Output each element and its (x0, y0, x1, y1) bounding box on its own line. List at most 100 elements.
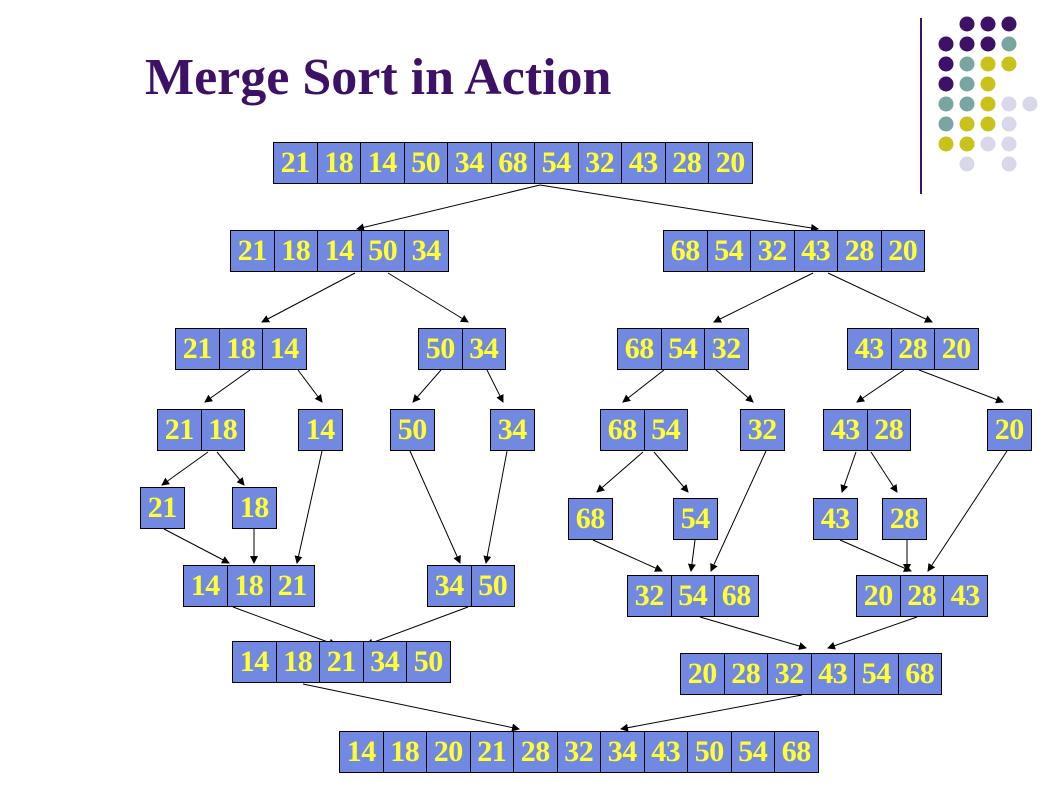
decorative-divider-line (920, 18, 922, 194)
array-cell: 54 (706, 230, 751, 272)
decorative-dot (1001, 116, 1017, 132)
array-cell: 68 (714, 575, 759, 617)
array-row: 54 (673, 498, 718, 542)
decorative-dot (959, 76, 975, 92)
array-cell: 54 (643, 409, 688, 451)
array-cell: 68 (490, 142, 535, 184)
array-cell: 34 (490, 409, 535, 451)
array-cell: 32 (577, 142, 622, 184)
array-cell: 68 (568, 498, 613, 540)
array-cell: 20 (680, 653, 725, 695)
decorative-dot (959, 36, 975, 52)
decorative-dot (938, 56, 954, 72)
array-cell: 50 (470, 565, 515, 607)
array-cell: 20 (934, 328, 979, 370)
array-cell: 43 (793, 230, 838, 272)
array-cell: 20 (856, 575, 901, 617)
array-cell: 54 (854, 653, 899, 695)
array-cell: 43 (810, 653, 855, 695)
decorative-dot (959, 56, 975, 72)
array-row: 21 (140, 487, 185, 531)
array-cell: 32 (704, 328, 749, 370)
array-cell: 32 (740, 409, 785, 451)
array-row: 43 (813, 498, 858, 542)
array-cell: 34 (600, 731, 645, 773)
array-cell: 68 (600, 409, 645, 451)
array-cell: 18 (382, 731, 427, 773)
array-cell: 43 (943, 575, 988, 617)
decorative-dot (1001, 56, 1017, 72)
array-cell: 18 (200, 409, 245, 451)
array-cell: 21 (140, 487, 185, 529)
array-cell: 50 (403, 142, 448, 184)
array-cell: 14 (360, 142, 405, 184)
array-cell: 54 (730, 731, 775, 773)
array-row: 68 (568, 498, 613, 542)
array-cell: 14 (183, 565, 228, 607)
array-cell: 34 (362, 641, 407, 683)
decorative-dot (938, 36, 954, 52)
array-cell: 68 (617, 328, 662, 370)
decorative-dot (1001, 136, 1017, 152)
array-cell: 32 (556, 731, 601, 773)
array-cell: 50 (390, 409, 435, 451)
array-row: 20 (987, 409, 1032, 453)
array-cell: 28 (723, 653, 768, 695)
array-row: 18 (232, 487, 277, 531)
array-cell: 34 (461, 328, 506, 370)
array-cell: 68 (774, 731, 819, 773)
array-cell: 28 (513, 731, 558, 773)
array-cell: 32 (767, 653, 812, 695)
slide-title: Merge Sort in Action (145, 49, 612, 106)
array-cell: 14 (298, 409, 343, 451)
array-cell: 14 (262, 328, 307, 370)
decorative-dot (959, 136, 975, 152)
decorative-dot (1001, 96, 1017, 112)
array-cell: 21 (270, 565, 315, 607)
decorative-dot (959, 156, 975, 172)
array-cell: 21 (319, 641, 364, 683)
array-cell: 32 (750, 230, 795, 272)
array-cell: 54 (673, 498, 718, 540)
array-row: 28 (882, 498, 927, 542)
array-cell: 18 (273, 230, 318, 272)
array-row: 50 (390, 409, 435, 453)
array-cell: 54 (670, 575, 715, 617)
array-row: 32 (740, 409, 785, 453)
array-cell: 18 (316, 142, 361, 184)
array-cell: 68 (663, 230, 708, 272)
array-cell: 43 (643, 731, 688, 773)
array-cell: 50 (360, 230, 405, 272)
decorative-dot (980, 136, 996, 152)
decorative-dot (1001, 156, 1017, 172)
decorative-dot (938, 116, 954, 132)
array-cell: 34 (427, 565, 472, 607)
array-cell: 28 (899, 575, 944, 617)
decorative-dot (980, 96, 996, 112)
array-cell: 43 (813, 498, 858, 540)
array-cell: 54 (534, 142, 579, 184)
array-cell: 21 (273, 142, 318, 184)
array-cell: 43 (847, 328, 892, 370)
array-cell: 68 (897, 653, 942, 695)
decorative-dot (959, 96, 975, 112)
array-row: 14 (298, 409, 343, 453)
array-cell: 34 (404, 230, 449, 272)
array-cell: 18 (226, 565, 271, 607)
array-cell: 50 (406, 641, 451, 683)
decorative-dot (959, 116, 975, 132)
array-cell: 28 (837, 230, 882, 272)
